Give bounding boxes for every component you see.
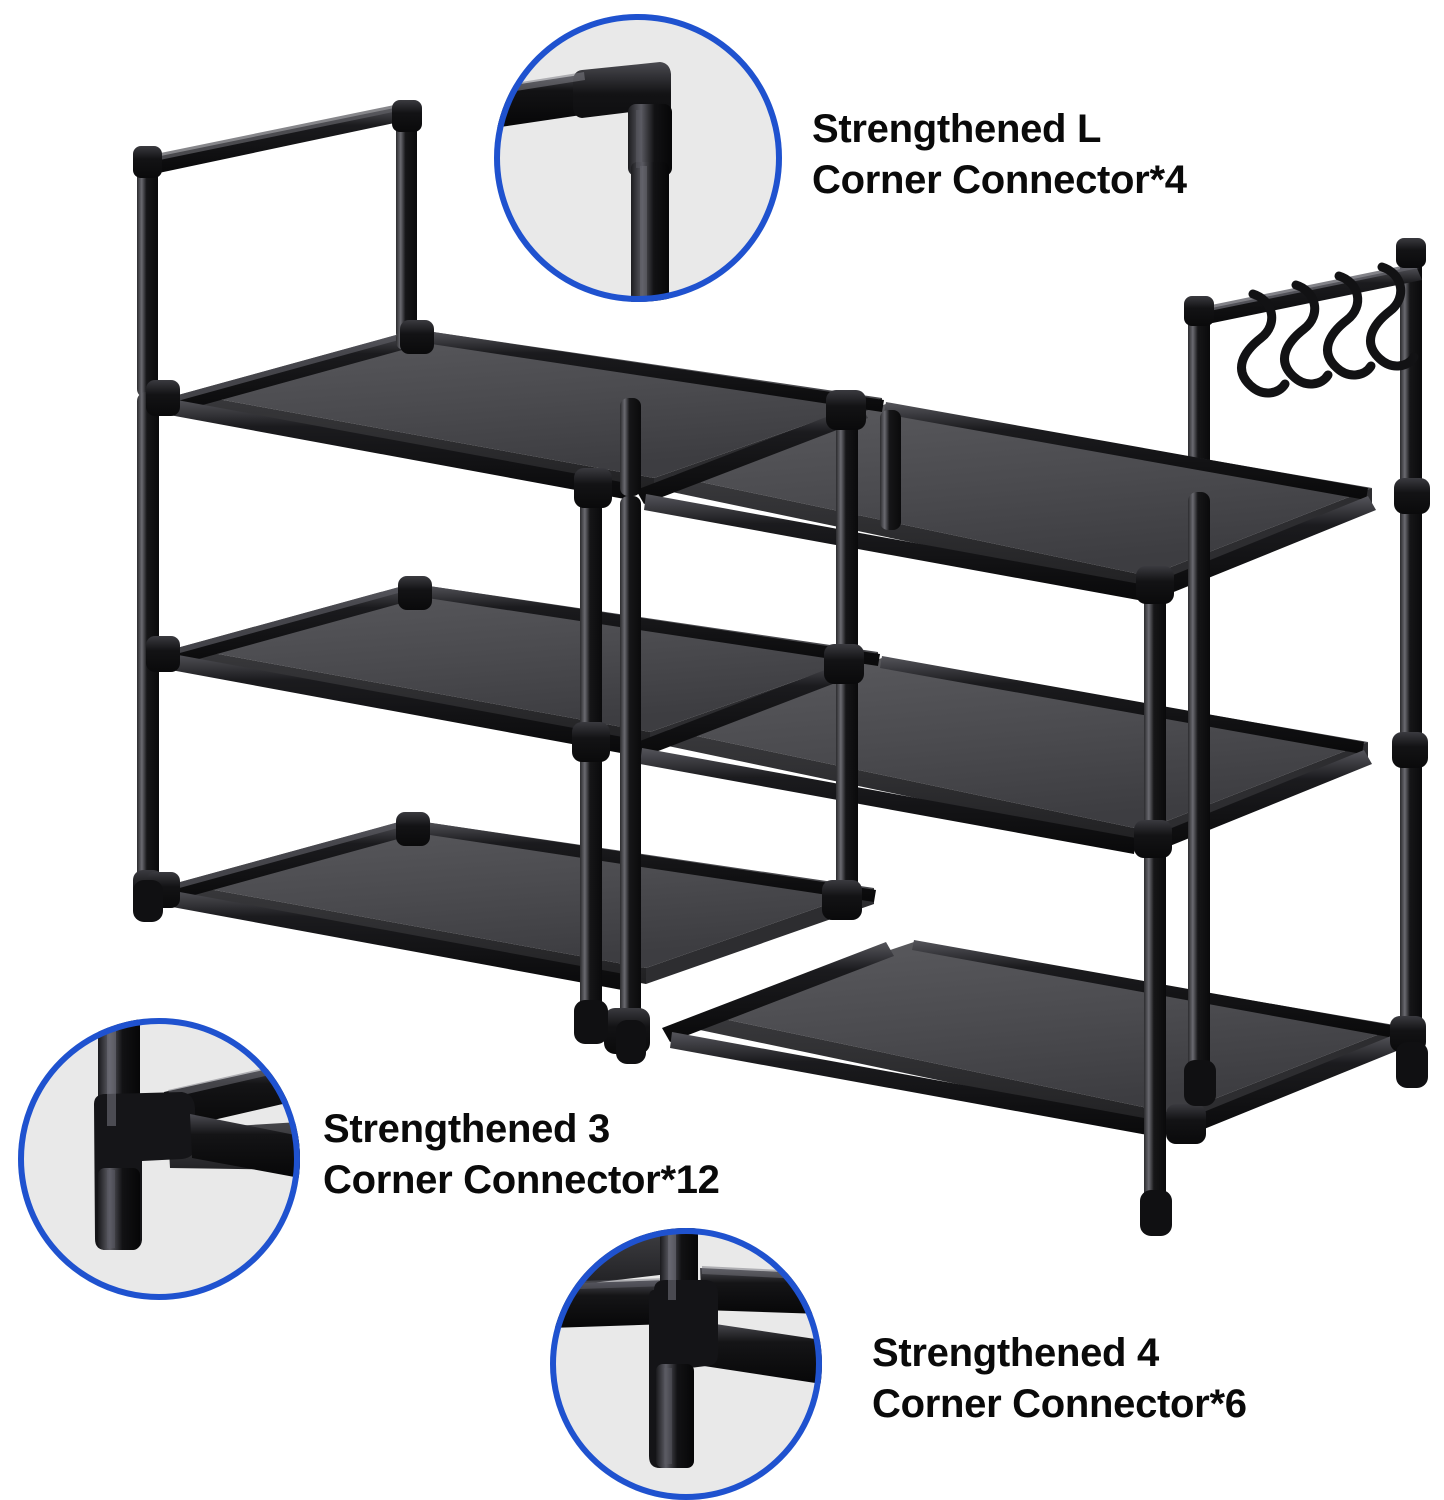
three-way-connector xyxy=(1166,1104,1206,1144)
callout-label-three-way: Strengthened 3 Corner Connector*12 xyxy=(323,1107,720,1203)
four-way-connector xyxy=(572,722,610,762)
four-way-corner-connector-photo xyxy=(550,1228,822,1500)
rails-tier3 xyxy=(151,820,1404,1138)
rails-tier1 xyxy=(160,330,1376,600)
three-way-connector xyxy=(1134,820,1172,858)
callout-three-way-circle xyxy=(18,1018,300,1300)
four-way-connector xyxy=(822,880,862,920)
s-hook xyxy=(1280,280,1333,389)
s-hook xyxy=(1237,289,1290,398)
three-way-connector xyxy=(1394,478,1430,514)
three-way-connector xyxy=(1392,732,1428,768)
callout-label-four-way: Strengthened 4 Corner Connector*6 xyxy=(872,1331,1247,1427)
three-way-connector xyxy=(400,320,434,354)
rails-tier2 xyxy=(155,584,1372,854)
rack-back-left-frame xyxy=(133,100,422,398)
s-hook xyxy=(1323,271,1376,380)
callout-four-way-circle xyxy=(550,1228,822,1500)
rack-connectors xyxy=(133,320,1430,1236)
callout-l-connector-circle xyxy=(494,14,782,302)
three-way-connector xyxy=(396,812,430,846)
s-hook-group xyxy=(1237,262,1419,398)
callout-label-l-connector: Strengthened L Corner Connector*4 xyxy=(812,107,1187,203)
three-way-corner-connector-photo xyxy=(18,1018,300,1300)
three-way-connector xyxy=(146,636,180,672)
four-way-connector xyxy=(824,644,864,684)
s-hook xyxy=(1366,262,1419,371)
four-way-connector xyxy=(826,390,866,430)
four-way-connector xyxy=(574,468,612,508)
l-corner-connector-photo xyxy=(494,14,782,302)
three-way-connector xyxy=(146,380,180,416)
rack-legs xyxy=(133,330,1422,1226)
three-way-connector xyxy=(1136,566,1174,604)
three-way-connector xyxy=(398,576,432,610)
